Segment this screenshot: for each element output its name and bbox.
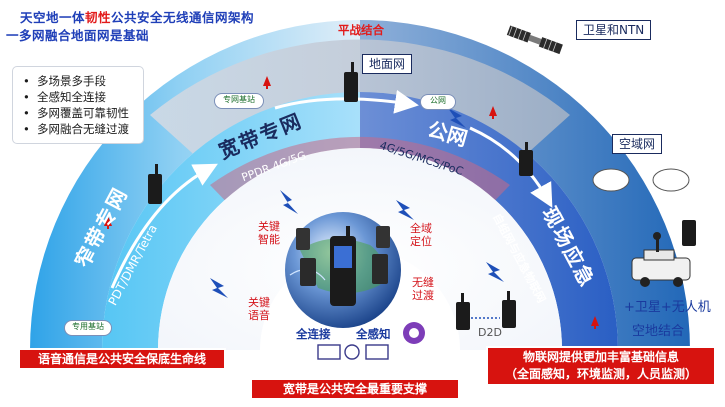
feature-list: 多场景多手段 全感知全连接 多网覆盖可靠韧性 多网融合无缝过渡 xyxy=(12,66,144,144)
radio-icon-top xyxy=(344,72,358,102)
full-connection-label: 全连接 xyxy=(296,327,331,341)
satellite-ntn-tag: 卫星和NTN xyxy=(576,20,652,40)
key-intelligence-label: 关键智能 xyxy=(258,220,280,246)
cloud-label-left: 专网基站 xyxy=(214,93,264,109)
broadband-banner: 宽带是公共安全最重要支撑 xyxy=(250,378,460,400)
lightning-icons xyxy=(210,108,504,298)
d2d-label: D2D xyxy=(478,326,502,339)
feature-item: 多网覆盖可靠韧性 xyxy=(19,105,137,121)
cloud-label-right: 公网 xyxy=(420,94,456,110)
full-sensing-label: 全感知 xyxy=(356,327,391,341)
page-subtitle: 一多网融合地面网是基础 xyxy=(6,28,150,43)
space-ground-label: 空地结合 xyxy=(632,324,685,339)
full-positioning-label: 全域定位 xyxy=(410,222,432,248)
page-title: 天空地一体韧性公共安全无线通信网架构 xyxy=(20,10,255,25)
monitor-icons xyxy=(317,344,389,360)
air-network-tag: 空域网 xyxy=(612,134,663,154)
feature-item: 多网融合无缝过渡 xyxy=(19,121,137,137)
satellite-icon xyxy=(506,25,563,55)
iot-banner: 物联网提供更加丰富基础信息 （全面感知，环境监测，人员监测） xyxy=(486,346,716,386)
cloud-icons xyxy=(592,168,690,192)
feature-item: 多场景多手段 xyxy=(19,73,137,89)
voice-banner: 语音通信是公共安全保底生命线 xyxy=(18,348,226,370)
seamless-transition-label: 无缝过渡 xyxy=(412,276,434,302)
cloud-label-bottom: 专用基站 xyxy=(64,320,112,336)
ground-network-tag: 地面网 xyxy=(362,54,413,74)
vehicle-icon xyxy=(631,232,691,287)
key-voice-label: 关键语音 xyxy=(248,296,270,322)
peace-war-label: 平战结合 xyxy=(338,23,384,37)
satellite-uav-label: +卫星+无人机 xyxy=(624,300,711,315)
feature-item: 全感知全连接 xyxy=(19,89,137,105)
